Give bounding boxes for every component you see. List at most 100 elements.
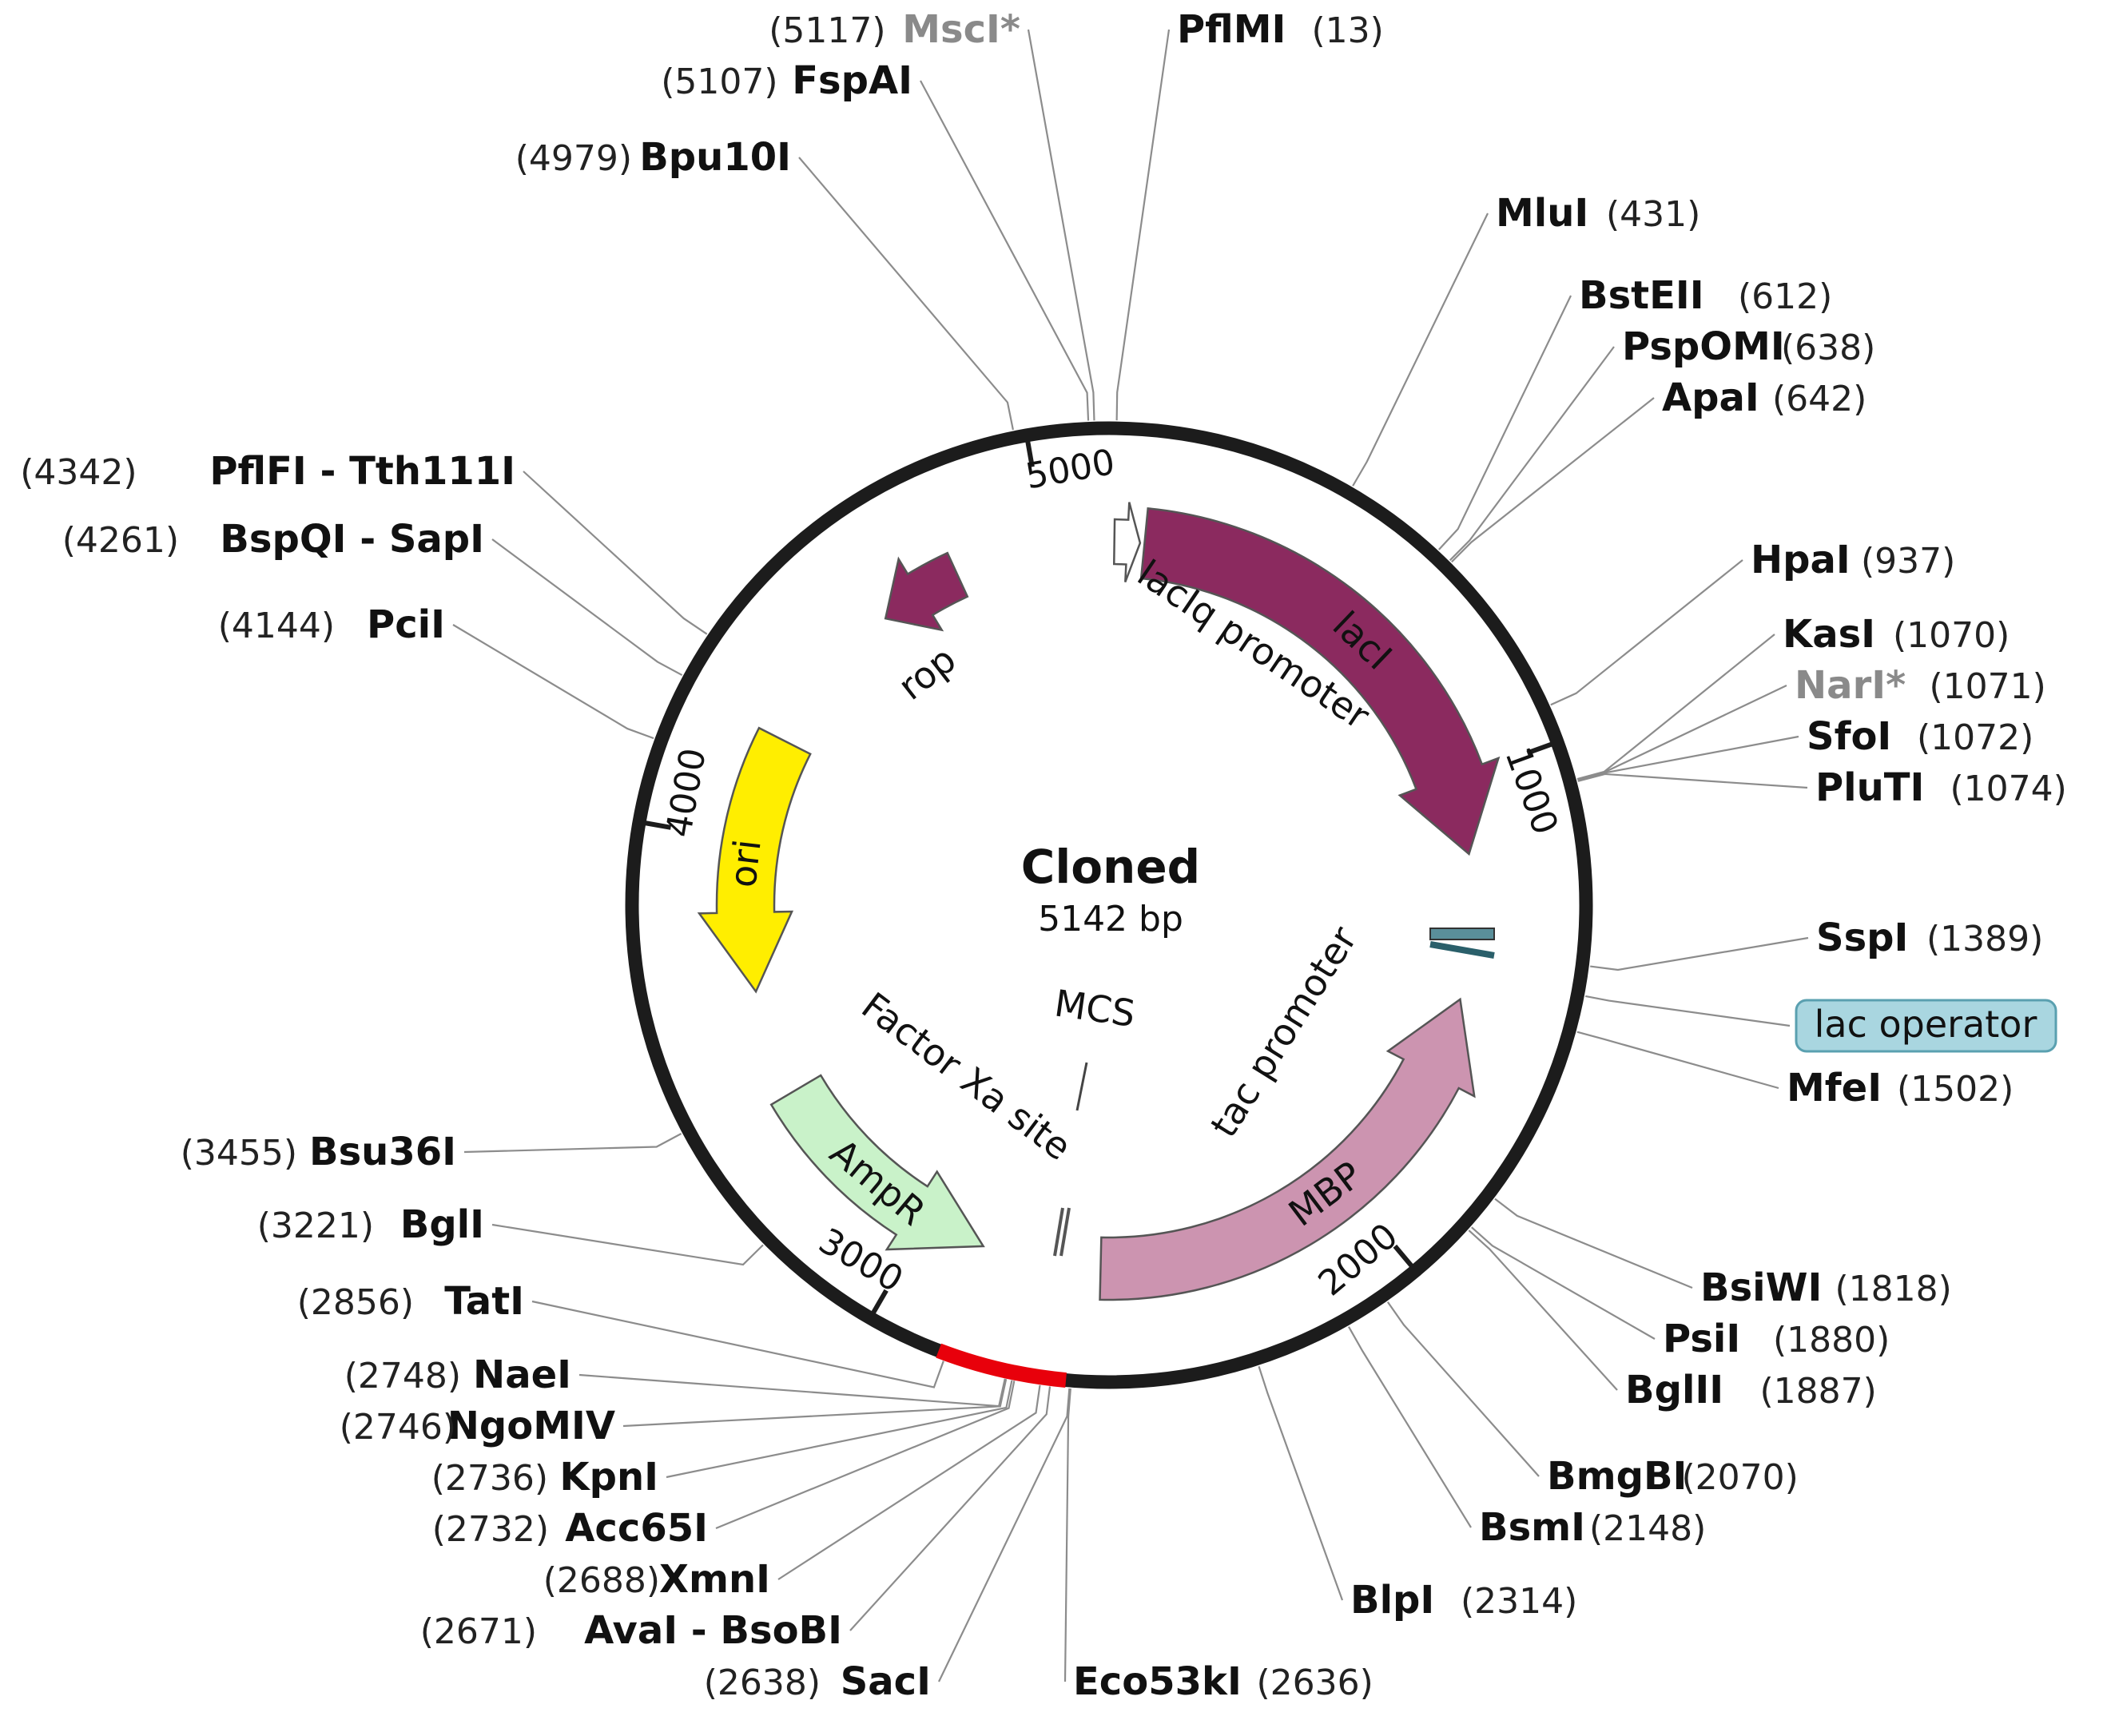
site-position: (2732) xyxy=(432,1509,549,1550)
site-name: KpnI xyxy=(559,1455,658,1500)
plasmid-backbone xyxy=(625,421,1593,1389)
leader-line xyxy=(798,157,1014,431)
site-name: NarI* xyxy=(1795,663,1906,708)
site-name: FspAI xyxy=(792,58,912,103)
leader-line xyxy=(1577,735,1799,781)
site-position: (2856) xyxy=(297,1282,414,1323)
site-name: ApaI xyxy=(1662,375,1759,420)
site-name: MscI* xyxy=(902,7,1020,52)
site-bspqi-sapi: BspQI - SapI (4261) xyxy=(62,517,484,562)
plasmid-name: Cloned xyxy=(1021,840,1200,894)
site-position: (2736) xyxy=(431,1458,548,1499)
leader-line xyxy=(1577,773,1808,789)
site-position: (5117) xyxy=(769,10,885,51)
site-position: (1389) xyxy=(1926,919,2043,959)
site-position: (4144) xyxy=(218,606,335,646)
leader-line xyxy=(715,1380,1016,1530)
mcs-label: MCS xyxy=(1052,981,1138,1035)
site-position: (1502) xyxy=(1897,1069,2014,1110)
site-avai-bsobi: AvaI - BsoBI(2671) xyxy=(420,1608,842,1653)
lac-operator-glyph xyxy=(1429,928,1495,940)
leader-lines xyxy=(452,29,1809,1682)
site-bmgbi: BmgBI(2070) xyxy=(1547,1454,1799,1499)
tick-label-5000: 5000 xyxy=(1023,442,1118,498)
leader-line xyxy=(1027,29,1095,421)
site-name: BspQI - SapI xyxy=(220,517,484,562)
factor-xa-label: Factor Xa site xyxy=(853,984,1079,1169)
site-name: BlpI xyxy=(1350,1578,1434,1623)
tac-promoter-glyph xyxy=(1429,941,1495,959)
site-bpu10i: Bpu10I(4979) xyxy=(515,135,791,180)
leader-line xyxy=(523,471,708,635)
site-position: (3455) xyxy=(181,1133,297,1174)
leader-line xyxy=(622,1378,1008,1428)
site-name: BsiWI xyxy=(1700,1265,1822,1310)
site-name: MfeI xyxy=(1787,1066,1882,1110)
site-kasi: KasI(1070) xyxy=(1783,612,2010,657)
site-blpi: BlpI (2314) xyxy=(1350,1578,1577,1623)
site-naei: NaeI(2748) xyxy=(344,1353,571,1397)
leader-line xyxy=(1386,1301,1540,1477)
leader-line xyxy=(938,1388,1071,1682)
site-position: (937) xyxy=(1861,541,1955,582)
leader-line xyxy=(491,538,683,677)
leader-line xyxy=(1451,397,1655,563)
site-name: HpaI xyxy=(1751,538,1851,582)
site-position: (1071) xyxy=(1930,666,2046,707)
site-name: PflMI xyxy=(1177,7,1286,52)
feature-rop xyxy=(884,551,969,632)
mcs-region-arc xyxy=(936,1343,1067,1388)
feature-lacIq-promoter xyxy=(1112,502,1142,582)
site-pflfi-tth111i: PflFI - Tth111I(4342) xyxy=(20,449,515,494)
site-name: PsiI xyxy=(1663,1317,1740,1361)
site-pluti: PluTI(1074) xyxy=(1815,765,2067,810)
site-position: (2314) xyxy=(1461,1581,1577,1622)
site-bglii: BglII(1887) xyxy=(1625,1368,1877,1412)
site-name: NaeI xyxy=(473,1353,571,1397)
plasmid-center-label: Cloned 5142 bp xyxy=(1021,840,1200,940)
leader-line xyxy=(1468,1230,1618,1391)
site-kpni: KpnI (2736) xyxy=(431,1455,658,1500)
leader-line xyxy=(777,1384,1041,1580)
site-mlui: MluI(431) xyxy=(1496,191,1700,236)
tick-5000 xyxy=(1025,441,1035,467)
feature-decorations xyxy=(1053,928,1495,1257)
site-bsmi: BsmI(2148) xyxy=(1479,1505,1706,1550)
site-position: (1818) xyxy=(1835,1269,1952,1309)
restriction-site-labels: MscI*(5117)FspAI(5107)Bpu10I(4979)PflMI(… xyxy=(20,7,2067,1704)
site-name: KasI xyxy=(1783,612,1875,657)
site-name: Bpu10I xyxy=(639,135,791,180)
site-name: Acc65I xyxy=(565,1506,708,1551)
site-position: (638) xyxy=(1781,328,1875,368)
leader-line xyxy=(920,80,1090,421)
tac-promoter-label: tac promoter xyxy=(1202,919,1366,1145)
site-name: MluI xyxy=(1496,191,1588,236)
site-ngomiv: NgoMIV(2746) xyxy=(340,1404,615,1448)
leader-line xyxy=(578,1373,1006,1408)
site-position: (2636) xyxy=(1257,1663,1374,1703)
tick-3000 xyxy=(871,1289,889,1314)
site-eco53ki: Eco53kI (2636) xyxy=(1073,1659,1374,1704)
site-sfoi: SfoI(1072) xyxy=(1807,714,2033,759)
site-name: Eco53kI xyxy=(1073,1659,1242,1704)
leader-line xyxy=(1576,634,1775,781)
backbone-circle xyxy=(625,421,1593,1389)
factor-xa-marker-2 xyxy=(1059,1207,1071,1257)
leader-line xyxy=(666,1380,1013,1479)
site-name: PflFI - Tth111I xyxy=(209,449,515,494)
leader-line xyxy=(849,1386,1052,1631)
leader-line xyxy=(491,1223,764,1266)
site-name: XmnI xyxy=(659,1557,770,1602)
site-position: (4261) xyxy=(62,520,179,561)
site-msci-: MscI* (5117) xyxy=(769,7,1020,52)
leader-line xyxy=(1550,559,1743,706)
site-name: SacI xyxy=(841,1659,931,1704)
site-bsteii: BstEII(612) xyxy=(1579,273,1832,318)
tick-label-4000: 4000 xyxy=(658,745,714,840)
site-position: (2638) xyxy=(704,1663,821,1703)
site-name: TatI xyxy=(444,1279,524,1324)
site-saci: SacI (2638) xyxy=(704,1659,931,1704)
site-bsiwi: BsiWI (1818) xyxy=(1700,1265,1952,1310)
plasmid-size: 5142 bp xyxy=(1038,899,1183,940)
